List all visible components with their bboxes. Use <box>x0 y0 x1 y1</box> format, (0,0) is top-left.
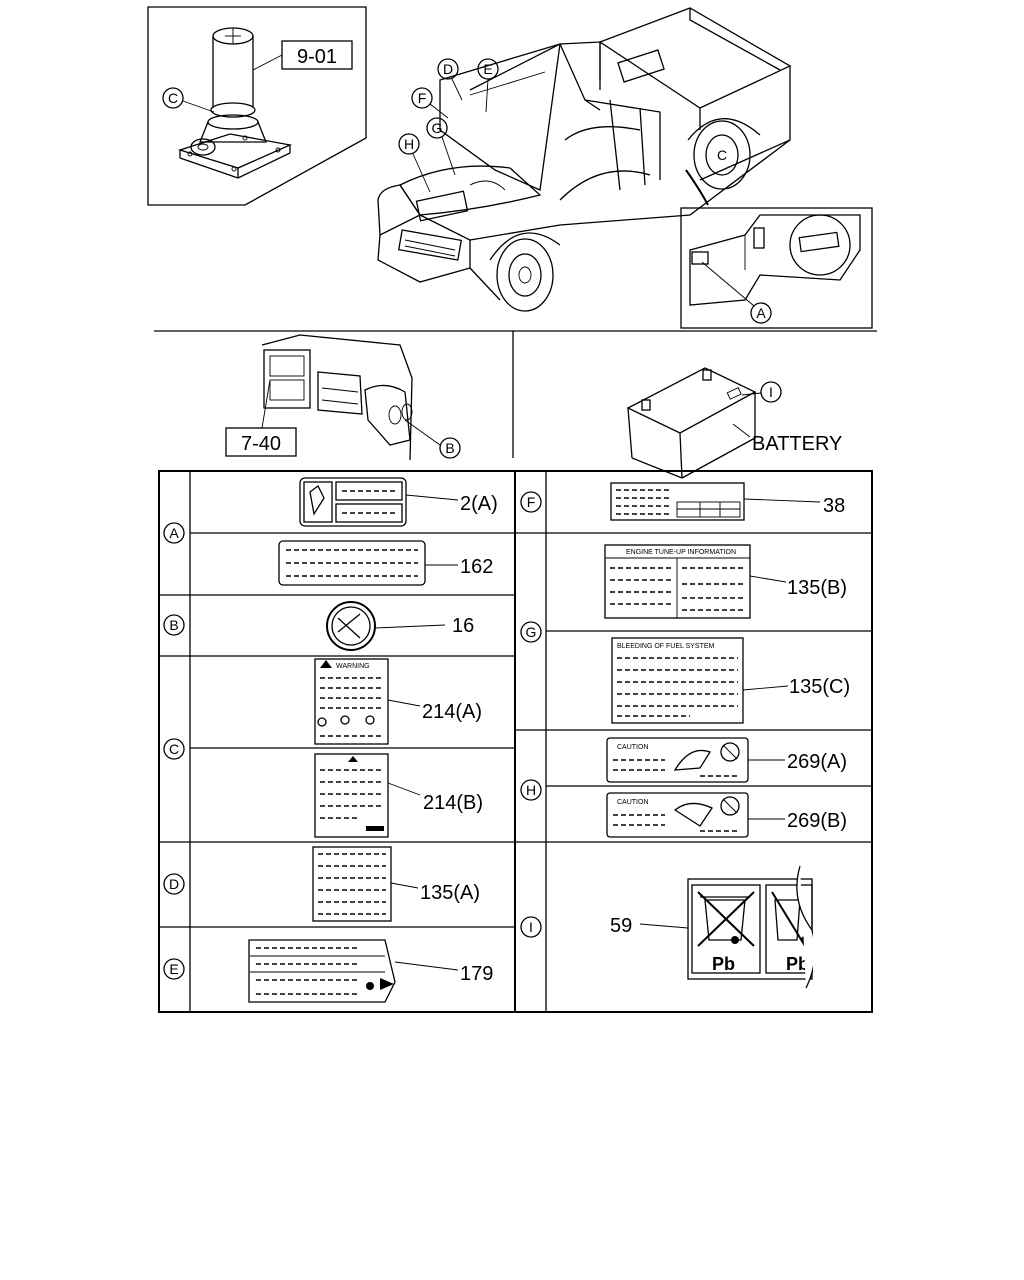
callout-e-truck: E <box>483 61 492 77</box>
part-number-269a: 269(A) <box>787 751 847 773</box>
svg-text:C: C <box>717 147 727 163</box>
part-number-135b: 135(B) <box>787 577 847 599</box>
label-179-illustration <box>248 939 396 1003</box>
group-h-label: H <box>526 782 536 798</box>
label-135b-illustration: ENGINE TUNE-UP INFORMATION <box>604 544 751 619</box>
callout-g-truck: G <box>432 120 443 136</box>
label-135c-illustration: BLEEDING OF FUEL SYSTEM <box>611 637 744 724</box>
group-c-label: C <box>169 741 179 757</box>
dash-view: 7-40 B <box>225 334 461 461</box>
truck-illustration: C D E F G H <box>377 7 792 312</box>
label-135b-heading: ENGINE TUNE-UP INFORMATION <box>626 549 736 556</box>
part-number-179: 179 <box>460 963 493 985</box>
label-269a-heading: CAUTION <box>617 744 649 751</box>
group-d-label: D <box>169 876 179 892</box>
callout-a-fuel: A <box>756 305 766 321</box>
callout-i-battery: I <box>769 384 773 400</box>
group-g-label: G <box>526 624 537 640</box>
label-269b-illustration: CAUTION <box>606 792 749 838</box>
part-number-2a: 2(A) <box>460 493 498 515</box>
callout-c-jack: C <box>168 90 178 106</box>
callout-h-truck: H <box>404 136 414 152</box>
part-number-214b: 214(B) <box>423 792 483 814</box>
part-number-16: 16 <box>452 615 474 637</box>
jack-inset: 9-01 C <box>147 6 367 206</box>
label-214b-illustration <box>314 753 389 838</box>
label-162-illustration <box>278 540 426 586</box>
label-16-illustration <box>326 601 376 651</box>
part-number-135a: 135(A) <box>420 882 480 904</box>
fuel-lid-inset: A <box>680 207 873 329</box>
label-38-illustration <box>610 482 745 521</box>
group-i-label: I <box>529 919 533 935</box>
label-214a-heading: WARNING <box>336 663 370 670</box>
group-b-label: B <box>169 617 178 633</box>
group-e-label: E <box>169 961 178 977</box>
part-number-59: 59 <box>610 915 632 937</box>
parts-table: A B C D E F G H I 2(A) 162 <box>158 470 873 1013</box>
label-269a-illustration: CAUTION <box>606 737 749 783</box>
callout-c-circle <box>162 87 184 109</box>
ref-label-9-01: 9-01 <box>297 46 337 68</box>
label-135c-heading: BLEEDING OF FUEL SYSTEM <box>617 643 715 650</box>
group-f-label: F <box>527 494 536 510</box>
group-a-label: A <box>169 525 179 541</box>
ref-label-7-40: 7-40 <box>241 433 281 455</box>
pb-symbol-right: Pb <box>786 954 809 974</box>
battery-label: BATTERY <box>752 433 842 455</box>
callout-d-truck: D <box>443 61 453 77</box>
part-number-269b: 269(B) <box>787 810 847 832</box>
battery-view: I BATTERY <box>626 367 842 479</box>
part-number-38: 38 <box>823 495 845 517</box>
label-59-illustration: Pb Pb <box>687 865 825 990</box>
label-269b-heading: CAUTION <box>617 799 649 806</box>
part-number-162: 162 <box>460 556 493 578</box>
pb-symbol-left: Pb <box>712 954 735 974</box>
label-2a-illustration <box>299 477 407 527</box>
callout-b-dash: B <box>445 440 454 456</box>
part-number-135c: 135(C) <box>789 676 850 698</box>
callout-f-truck: F <box>418 90 427 106</box>
label-214a-illustration: WARNING <box>314 658 389 745</box>
jack-illustration <box>177 27 293 179</box>
label-135a-illustration <box>312 846 392 922</box>
part-number-214a: 214(A) <box>422 701 482 723</box>
